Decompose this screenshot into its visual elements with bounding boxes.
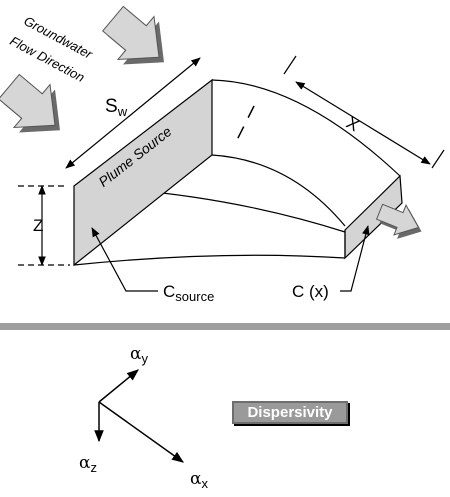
source-conc-symbol: C — [163, 282, 176, 301]
dispersivity-axes — [94, 369, 184, 463]
width-subscript: w — [117, 104, 128, 119]
length-dimension-arrow — [295, 81, 431, 165]
section-divider — [0, 323, 450, 330]
alpha-y-label: αy — [130, 344, 148, 366]
plume-bottom-edge — [73, 254, 346, 266]
hidden-edge — [233, 105, 255, 147]
dispersivity-badge: Dispersivity — [232, 401, 348, 424]
plume-upper-edge — [211, 154, 346, 227]
plume-concentration-label: C (x) — [292, 282, 329, 301]
plume-conc-leader — [340, 225, 370, 292]
alpha-y-axis — [98, 369, 139, 403]
alpha-z-label: αz — [79, 453, 97, 475]
alpha-x-label: αx — [190, 469, 208, 491]
source-conc-subscript: source — [175, 289, 215, 304]
width-dimension-arrow — [65, 57, 201, 169]
outflow-arrow-icon — [375, 203, 422, 239]
depth-label: Z — [33, 216, 44, 235]
source-concentration-label: Csource — [163, 283, 214, 303]
source-face — [73, 78, 213, 267]
source-conc-leader — [91, 227, 158, 292]
width-symbol: S — [105, 96, 118, 117]
flow-arrow-left-icon — [0, 73, 60, 133]
width-label: Sw — [105, 97, 127, 118]
flow-arrow-top-icon — [102, 5, 164, 65]
alpha-x-axis — [98, 401, 184, 463]
